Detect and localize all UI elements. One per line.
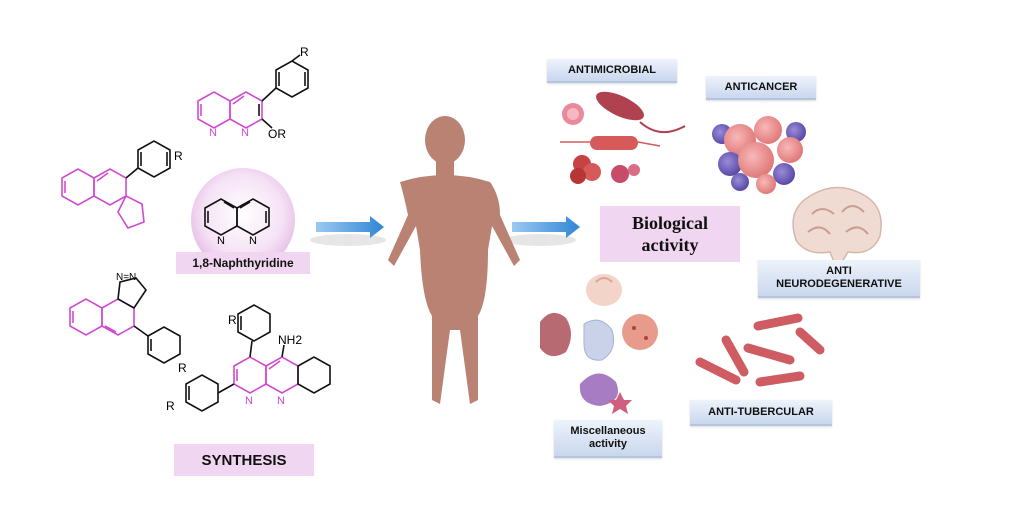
tb-bacilli-illustration <box>695 313 825 387</box>
anticancer-label: ANTICANCER <box>706 76 816 100</box>
structure-tetrazolo <box>69 277 181 364</box>
structure-tacrine <box>185 304 331 412</box>
synthesis-label: SYNTHESIS <box>174 444 314 476</box>
miscellaneous-label: Miscellaneous activity <box>554 420 662 458</box>
antineurodegenerative-label: ANTI NEURODEGENERATIVE <box>758 260 920 298</box>
antitubercular-label: ANTI-TUBERCULAR <box>690 400 832 426</box>
human-body-figure <box>388 116 520 404</box>
arrow-right-icon <box>316 216 384 238</box>
microbes-illustration <box>560 91 686 184</box>
structure-pyrrolo <box>61 140 171 229</box>
nitrogen-atom: N <box>209 127 217 139</box>
nitrogen-atom: N <box>277 395 285 407</box>
r-substituent: R <box>300 45 309 59</box>
r-substituent: R <box>228 313 237 327</box>
structure-aryl-or <box>197 54 309 129</box>
tetrazole-label: N=N <box>116 272 136 283</box>
r-substituent: R <box>166 399 175 413</box>
r-substituent: R <box>178 361 187 375</box>
naphthyridine-core <box>204 198 270 236</box>
misc-organs-illustration <box>540 274 658 414</box>
antimicrobial-label: ANTIMICROBIAL <box>547 59 677 83</box>
or-substituent: OR <box>268 127 286 141</box>
cancer-cells-illustration <box>712 116 806 194</box>
nh2-group: NH2 <box>278 333 302 347</box>
nitrogen-atom: N <box>245 395 253 407</box>
nitrogen-atom: N <box>241 127 249 139</box>
r-substituent: R <box>174 149 183 163</box>
arrow-right-icon <box>512 216 580 238</box>
brain-section-illustration <box>792 186 882 263</box>
biological-activity-label: Biological activity <box>600 206 740 262</box>
nitrogen-atom: N <box>249 235 257 247</box>
nitrogen-atom: N <box>217 235 225 247</box>
naphthyridine-bubble <box>191 168 295 272</box>
naphthyridine-label: 1,8-Naphthyridine <box>176 252 310 274</box>
